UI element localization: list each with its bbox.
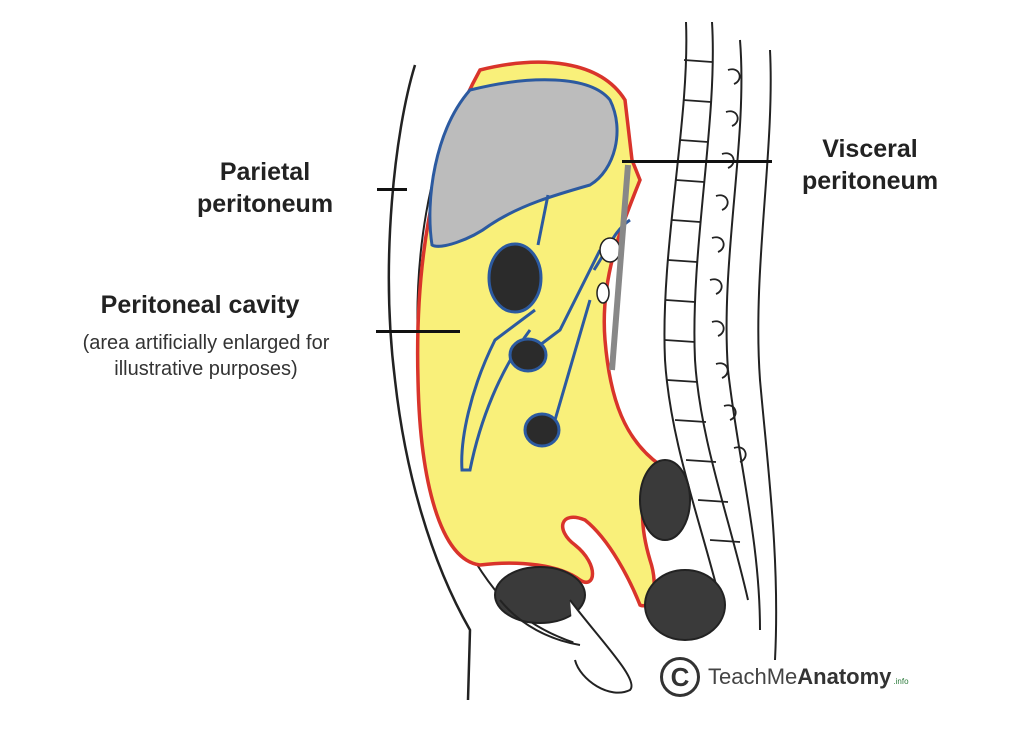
- body-outline: [387, 64, 472, 701]
- bowel-loop-1: [487, 242, 543, 314]
- parietal-leader-line: [377, 188, 407, 191]
- visceral-leader-line: [622, 160, 772, 163]
- peritoneal-cavity-label: Peritoneal cavity: [100, 291, 300, 319]
- cavity-leader-line: [376, 330, 460, 333]
- bowel-loop-3: [523, 412, 561, 448]
- teachmeanatomy-logo: C TeachMeAnatomy.info: [660, 655, 909, 699]
- copyright-icon: C: [660, 657, 700, 697]
- peritoneal-cavity-note: (area artificially enlarged for illustra…: [82, 332, 330, 380]
- parietal-peritoneum-label: Parietal peritoneum: [196, 158, 334, 218]
- spine: [663, 21, 778, 661]
- logo-text-bold: Anatomy: [797, 664, 892, 689]
- logo-text-light: TeachMe: [708, 664, 798, 689]
- liver: [428, 78, 619, 248]
- visceral-peritoneum-label: Visceral peritoneum: [801, 135, 939, 195]
- bowel-loop-2: [508, 337, 548, 373]
- mesentery: [460, 194, 631, 472]
- logo-suffix: .info: [893, 677, 909, 686]
- logo-wordmark: TeachMeAnatomy.info: [708, 664, 909, 690]
- retroperitoneal-structures: [596, 164, 631, 371]
- pelvic-organs: [494, 459, 726, 694]
